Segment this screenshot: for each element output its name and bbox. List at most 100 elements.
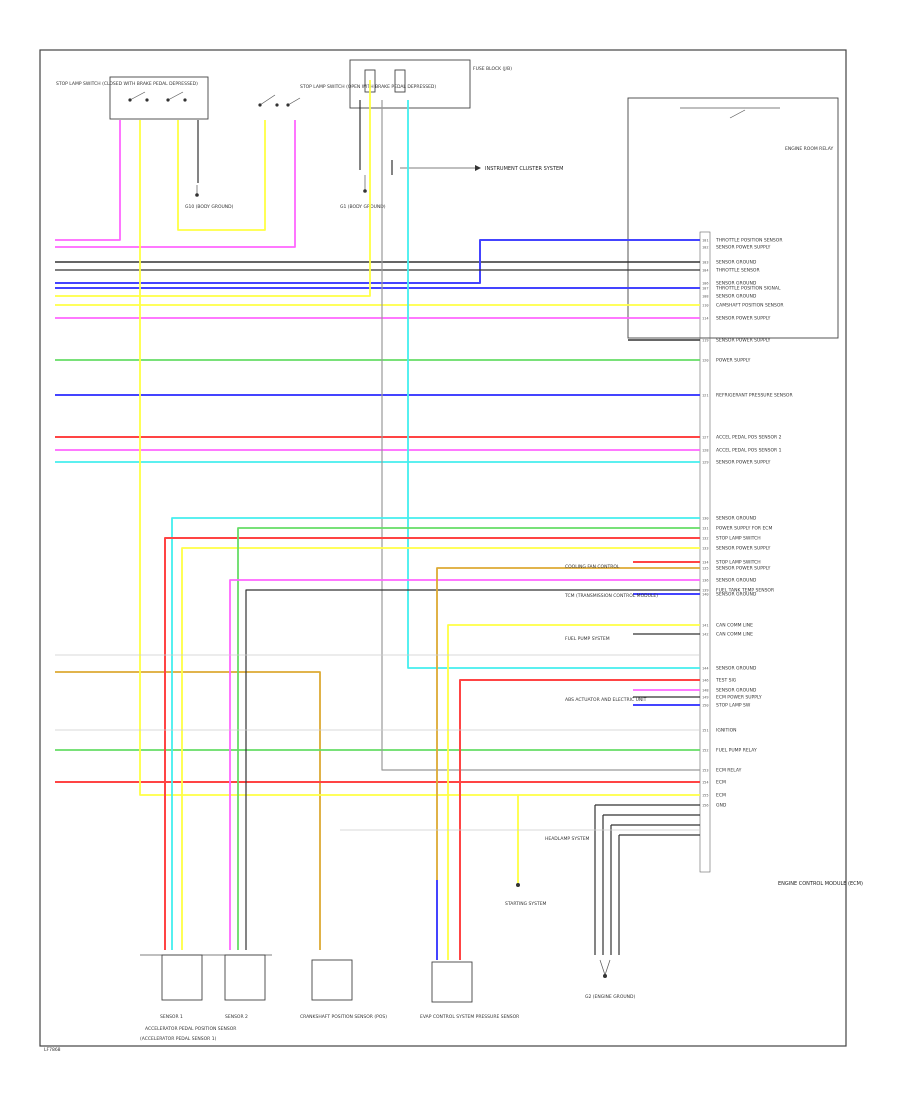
wire (407, 100, 700, 669)
ecm-pin-number: 153 (702, 769, 709, 773)
wire-harness (55, 80, 700, 960)
ecm-pin-number: 150 (702, 704, 709, 708)
ecm-pin-name: SENSOR GROUND (716, 688, 757, 694)
ecm-pin-name: SENSOR GROUND (716, 516, 757, 522)
wire (237, 527, 700, 950)
ecm-pin-name: STOP LAMP SWITCH (716, 560, 761, 566)
ecm-pin-name: POWER SUPPLY FOR ECM (716, 526, 772, 532)
ecm-pin-number: 140 (702, 593, 709, 597)
ground-g2-label: G2 (ENGINE GROUND) (585, 994, 635, 1000)
ecm-pin-name: TEST SIG (715, 678, 737, 684)
starter-label: STARTING SYSTEM (505, 901, 547, 907)
ground-g10-label: G10 (BODY GROUND) (185, 204, 234, 210)
ecm-pin-number: 102 (702, 246, 709, 250)
wire (171, 517, 700, 950)
ecm-pin-name: REFRIGERANT PRESSURE SENSOR (716, 393, 793, 399)
starting-system-ref: STARTING SYSTEM (505, 883, 547, 907)
ecm-pin-number: 148 (702, 689, 709, 693)
ecm-pin-name: CAN COMM LINE (716, 623, 753, 629)
brake-pedal-switch-component: STOP LAMP SWITCH (OPEN WITH BRAKE PEDAL … (258, 84, 436, 107)
wire (177, 120, 266, 231)
ecm-pin-number: 154 (702, 781, 709, 785)
ecm-pin-name: ACCEL PEDAL POS SENSOR 1 (716, 448, 782, 454)
wire (181, 547, 700, 950)
relay-label: ENGINE ROOM RELAY (785, 146, 833, 152)
crankshaft-label: CRANKSHAFT POSITION SENSOR (POS) (300, 1014, 387, 1020)
ecm-pin-name: STOP LAMP SW (716, 703, 751, 709)
ecm-pin-number: 144 (702, 667, 709, 671)
ecm-pin-number: 128 (702, 449, 709, 453)
ecm-pin-name: SENSOR GROUND (716, 592, 757, 598)
ecm-pin-number: 141 (702, 624, 709, 628)
ecm-pin-number: 146 (702, 679, 709, 683)
ecm-pin-number: 108 (702, 295, 709, 299)
wire (55, 80, 371, 297)
tcm-label: TCM (TRANSMISSION CONTROL MODULE) (564, 593, 658, 599)
accel-sub-label: (ACCELERATOR PEDAL SENSOR 1) (140, 1036, 217, 1042)
wire (447, 624, 700, 960)
ecm-pin-name: FUEL TANK TEMP SENSOR (716, 588, 774, 594)
ecm-pin-number: 104 (702, 269, 709, 273)
fuse-block-component: FUSE BLOCK (J/B) (349, 59, 512, 109)
ecm-pin-name: SENSOR POWER SUPPLY (716, 338, 771, 344)
ecm-pin-name: SENSOR GROUND (716, 666, 757, 672)
wire (55, 671, 321, 950)
ecm-pin-number: 136 (702, 579, 709, 583)
ecm-pin-number: 119 (702, 339, 709, 343)
ecm-pin-number: 133 (702, 547, 709, 551)
abs-label: ABS ACTUATOR AND ELECTRIC UNIT (565, 697, 647, 703)
ecm-pin-name: SENSOR POWER SUPPLY (716, 460, 771, 466)
crankshaft-sensor-component: CRANKSHAFT POSITION SENSOR (POS) (300, 959, 387, 1020)
ecm-pin-name: ECM (716, 793, 726, 799)
side-callouts: COOLING FAN CONTROL TCM (TRANSMISSION CO… (545, 564, 658, 842)
ecm-pin-name: ECM RELAY (716, 768, 742, 774)
ecm-pin-name: ECM (716, 780, 726, 786)
ecm-pin-name: ECM POWER SUPPLY (716, 695, 762, 701)
ecm-pin-number: 131 (702, 527, 709, 531)
instrument-cluster-ref: INSTRUMENT CLUSTER SYSTEM (400, 165, 564, 172)
ecm-pin-name: SENSOR POWER SUPPLY (716, 245, 771, 251)
accelerator-pedal-sensor-component: SENSOR 1 SENSOR 2 ACCELERATOR PEDAL POSI… (140, 954, 272, 1042)
ecm-pin-name: SENSOR GROUND (716, 578, 757, 584)
wire (139, 120, 700, 796)
ecm-pin-number: 107 (702, 287, 709, 291)
ecm-pin-number: 121 (702, 394, 709, 398)
cooling-fan-label: COOLING FAN CONTROL (565, 564, 620, 570)
ground-symbol: G10 (BODY GROUND) (185, 185, 234, 210)
ecm-pin-number: 106 (702, 282, 709, 286)
sensor-1-label: SENSOR 1 (160, 1014, 183, 1020)
footer-code: LF7868 (44, 1047, 61, 1053)
ecm-pin-name: ACCEL PEDAL POS SENSOR 2 (716, 435, 782, 441)
ecm-pin-number: 135 (702, 567, 709, 571)
ecm-pin-number: 134 (702, 561, 709, 565)
sensor-2-label: SENSOR 2 (225, 1014, 248, 1020)
ecm-pin-number: 114 (702, 317, 709, 321)
headlamp-label: HEADLAMP SYSTEM (545, 836, 590, 842)
ecm-pin-name: SENSOR POWER SUPPLY (716, 546, 771, 552)
ecm-pin-number: 156 (702, 804, 709, 808)
wire (245, 589, 700, 950)
ground-g1-label: G1 (BODY GROUND) (340, 204, 386, 210)
ecm-pin-number: 127 (702, 436, 709, 440)
ecm-pin-number: 110 (702, 304, 709, 308)
ecm-pin-name: SENSOR GROUND (716, 260, 757, 266)
ecm-pin-name: THROTTLE SENSOR (715, 268, 760, 274)
ecm-pin-name: CAN COMM LINE (716, 632, 753, 638)
ecm-pin-number: 120 (702, 359, 709, 363)
ecm-pin-name: POWER SUPPLY (716, 358, 751, 364)
ground-symbol: G1 (BODY GROUND) (340, 175, 386, 210)
wire (229, 579, 700, 950)
ecm-pin-number: 101 (702, 239, 709, 243)
ecm-pin-number: 132 (702, 537, 709, 541)
wire (459, 679, 700, 960)
stop-lamp-switch-label: STOP LAMP SWITCH (CLOSED WITH BRAKE PEDA… (56, 81, 198, 87)
ecm-pin-name: CAMSHAFT POSITION SENSOR (716, 303, 784, 309)
ecm-pin-number: 151 (702, 729, 709, 733)
ecm-pin-name: STOP LAMP SWITCH (716, 536, 761, 542)
fuel-pump-label: FUEL PUMP SYSTEM (565, 636, 610, 642)
wire (436, 567, 700, 960)
ecm-pin-number: 155 (702, 794, 709, 798)
ecm-pin-name: SENSOR GROUND (716, 281, 757, 287)
